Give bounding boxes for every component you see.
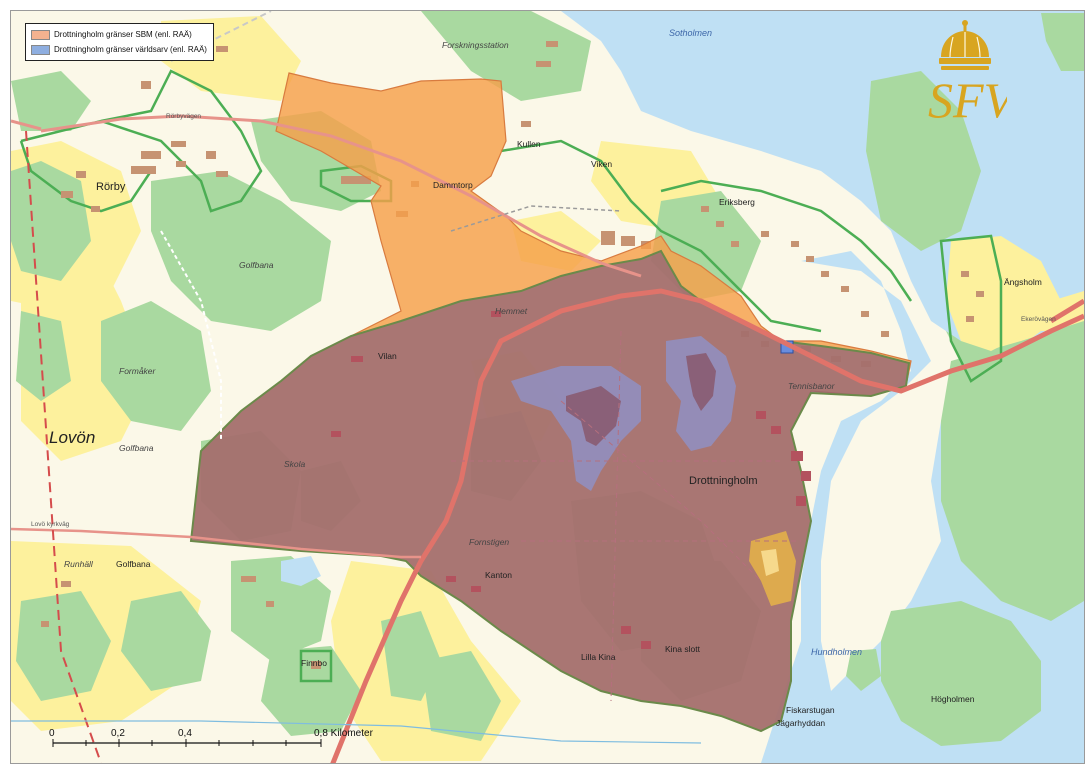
place-label-hogholmen: Högholmen [931,694,975,704]
place-label-golfbana-2: Golfbana [119,443,154,453]
place-label-hemmet: Hemmet [495,306,528,316]
islands-layer [846,13,1084,746]
place-label-lilla-kina: Lilla Kina [581,652,616,662]
roads-layer [11,11,1084,763]
scale-label-0: 0 [49,728,55,739]
road-label-ekerovagen: Ekerövägen [1021,316,1056,323]
place-label-vilan: Vilan [378,351,397,361]
lovo-kyrkvag-road [11,527,421,559]
logo-text: SFV [928,72,1007,128]
scale-label-08: 0,8 Kilometer [314,728,374,739]
place-label-viken: Viken [591,159,612,169]
ekerovagen-road [330,288,1084,763]
place-label-kullen: Kullen [517,139,541,149]
garden-inner [566,353,716,446]
place-label-fiskarstugan: Fiskarstugan [786,705,835,715]
place-label-lovon: Lovön [49,428,95,447]
place-label-fornstigen: Fornstigen [469,537,509,547]
place-label-rorby: Rörby [96,181,126,193]
place-label-golfbana-1: Golfbana [239,260,274,270]
place-label-formaker: Formåker [119,366,157,376]
legend-row-world-heritage: Drottningholm gränser världsarv (enl. RA… [31,42,207,57]
scale-label-02: 0,2 [111,728,125,739]
legend-swatch-world-heritage [31,44,50,55]
legend-label-world-heritage: Drottningholm gränser världsarv (enl. RA… [54,45,207,54]
place-label-angsholm: Ängsholm [1004,277,1042,287]
scale-label-04: 0,4 [178,728,192,739]
place-label-jagarhyddan: Jägarhyddan [776,718,825,728]
rorbyvagen-road [40,114,642,278]
sfv-logo: SFV [928,20,1007,128]
municipal-border [25,130,102,763]
map-svg[interactable]: 0 0,2 0,4 0,8 Kilometer Rörbyvägen Lovö … [11,11,1084,763]
palace-buildings [331,311,811,649]
place-label-tennisbanor: Tennisbanor [788,381,836,391]
place-label-kina-slott: Kina slott [665,644,701,654]
place-label-sotholmen: Sotholmen [669,28,712,38]
place-label-runhall: Runhäll [64,559,94,569]
place-label-skola: Skola [284,459,306,469]
map-canvas[interactable]: 0 0,2 0,4 0,8 Kilometer Rörbyvägen Lovö … [10,10,1085,764]
legend-row-sbm: Drottningholm gränser SBM (enl. RAÄ) [31,27,207,42]
sand-area-inner [761,549,779,576]
road-label-lovo-kyrkvag: Lovö kyrkväg [31,521,70,528]
place-label-kanton: Kanton [485,570,512,580]
road-label-rorbyvagen: Rörbyvägen [166,113,201,120]
place-label-golfbana-3: Golfbana [116,559,151,569]
place-label-forskningsstation: Forskningsstation [442,40,509,50]
place-label-hundholmen: Hundholmen [811,647,862,657]
legend-swatch-sbm [31,29,50,40]
scalebar: 0 0,2 0,4 0,8 Kilometer [49,728,374,747]
place-label-dammtorp: Dammtorp [433,180,473,190]
legend-label-sbm: Drottningholm gränser SBM (enl. RAÄ) [54,30,192,39]
map-legend: Drottningholm gränser SBM (enl. RAÄ) Dro… [25,23,214,61]
place-label-drottningholm: Drottningholm [689,475,757,487]
place-label-eriksberg: Eriksberg [719,197,755,207]
place-label-finnbo: Finnbo [301,658,327,668]
